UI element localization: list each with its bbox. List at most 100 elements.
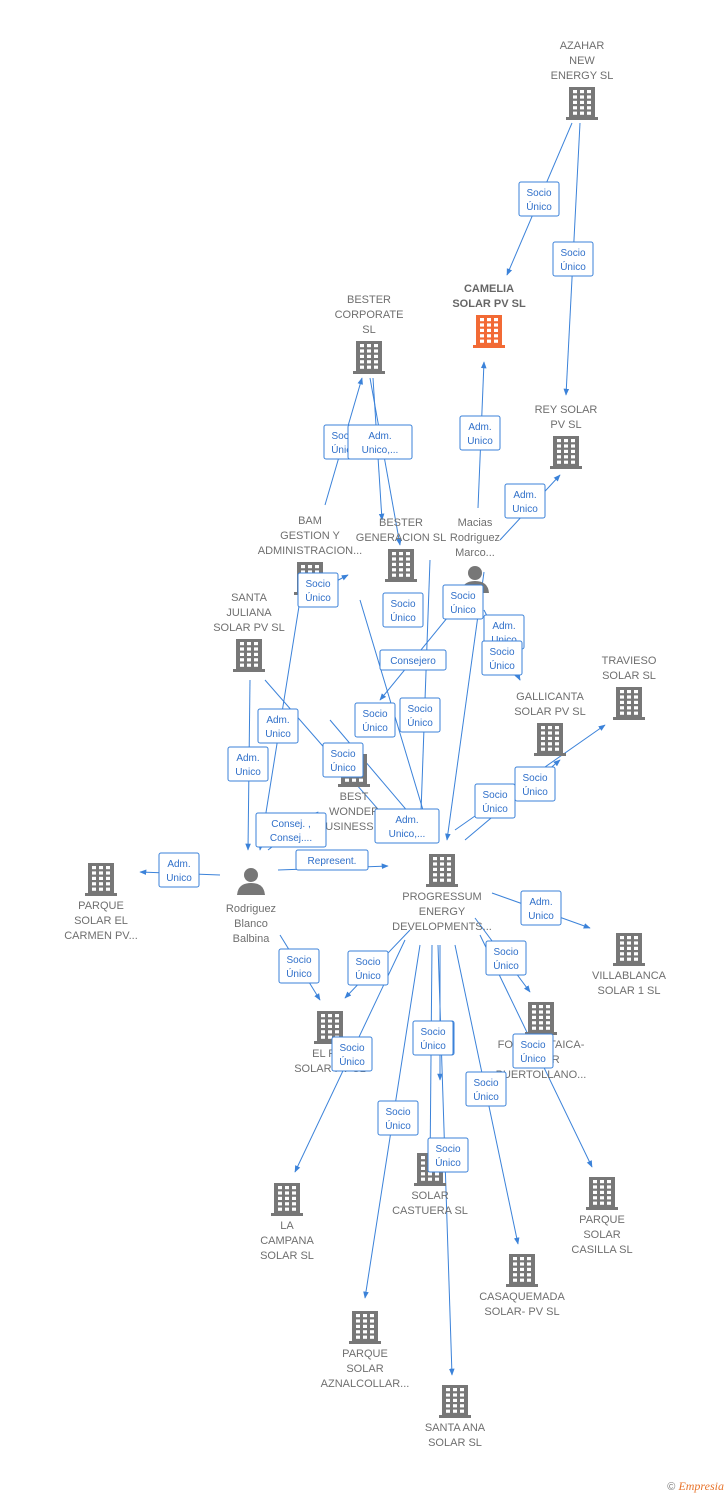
- edge-label[interactable]: Adm.Unico,...: [347, 424, 413, 460]
- node-label: ENERGY: [419, 906, 466, 918]
- edge-label-text: Socio: [420, 1027, 445, 1038]
- edge-label-text: Consej....: [270, 833, 312, 844]
- edge-label[interactable]: Adm.Unico: [504, 483, 546, 519]
- building-icon: [473, 315, 505, 348]
- edge-label-text: Único: [330, 761, 356, 774]
- node-label: CASILLA SL: [571, 1244, 632, 1256]
- edge-label[interactable]: Adm.Unico: [227, 746, 269, 782]
- edge-line: [369, 377, 402, 546]
- node-label: CAMELIA: [464, 283, 514, 295]
- edge-label-box: [504, 483, 546, 519]
- edge-label-text: Socio: [526, 188, 551, 199]
- building-icon: [353, 341, 385, 374]
- edge-label[interactable]: Adm.Unico: [520, 890, 562, 926]
- edge-label-box: [485, 940, 527, 976]
- edge-label-text: Único: [520, 1052, 546, 1065]
- edge-label-text: Socio: [489, 647, 514, 658]
- edge-label[interactable]: Consejero: [379, 649, 447, 671]
- building-icon: [613, 933, 645, 966]
- node-label: TRAVIESO: [602, 655, 657, 667]
- node-label: SL: [362, 324, 375, 336]
- edge-label-text: Adm.: [266, 715, 289, 726]
- node-macias[interactable]: MaciasRodriguezMarco...: [450, 517, 500, 593]
- node-label: VILLABLANCA: [592, 970, 667, 982]
- node-label: SOLAR EL: [74, 915, 128, 927]
- edge-label-text: Unico: [235, 767, 261, 778]
- node-label: SOLAR- PV SL: [484, 1306, 559, 1318]
- edge-label-text: Unico: [265, 729, 291, 740]
- edge-label[interactable]: Adm.Unico: [459, 415, 501, 451]
- building-icon: [385, 549, 417, 582]
- edge-label-box: [412, 1020, 454, 1056]
- edge-label-text: Socio: [450, 591, 475, 602]
- node-label: PARQUE: [579, 1214, 625, 1226]
- edge-label-text: Socio: [362, 709, 387, 720]
- edge-label[interactable]: Consej. ,Consej....: [255, 812, 327, 848]
- node-label: BEST: [340, 791, 369, 803]
- node-label: Macias: [458, 517, 493, 529]
- edge-label-box: [474, 783, 516, 819]
- node-travieso[interactable]: TRAVIESO SOLAR SL: [602, 655, 657, 720]
- node-label: SOLAR SL: [602, 670, 656, 682]
- brand-logo[interactable]: Empresia: [678, 1479, 724, 1493]
- building-icon: [534, 723, 566, 756]
- edge-label-text: Socio: [522, 773, 547, 784]
- edge-label-text: Único: [522, 785, 548, 798]
- node-label: CASTUERA SL: [392, 1205, 468, 1217]
- edge-label-text: Único: [560, 260, 586, 273]
- node-progressum[interactable]: PROGRESSUMENERGYDEVELOPMENTS...: [392, 854, 492, 933]
- edge-label-text: Único: [482, 802, 508, 815]
- node-label: SOLAR: [411, 1190, 448, 1202]
- edge-label-text: Único: [420, 1039, 446, 1052]
- edge-label-box: [331, 1036, 373, 1072]
- edge-label[interactable]: Adm.Unico: [158, 852, 200, 888]
- node-label: AZNALCOLLAR...: [321, 1378, 410, 1390]
- edge-label[interactable]: Adm.Unico,...: [374, 808, 440, 844]
- building-icon: [566, 87, 598, 120]
- node-aznalcollar[interactable]: PARQUESOLARAZNALCOLLAR...: [321, 1311, 410, 1390]
- edge-label[interactable]: Represent.: [295, 849, 369, 871]
- edge-label-box: [227, 746, 269, 782]
- edge-label-box: [278, 948, 320, 984]
- building-icon: [314, 1011, 346, 1044]
- edge-label[interactable]: Adm. Unico: [257, 708, 299, 744]
- edge-label-text: Único: [435, 1156, 461, 1169]
- edge-label-box: [481, 640, 523, 676]
